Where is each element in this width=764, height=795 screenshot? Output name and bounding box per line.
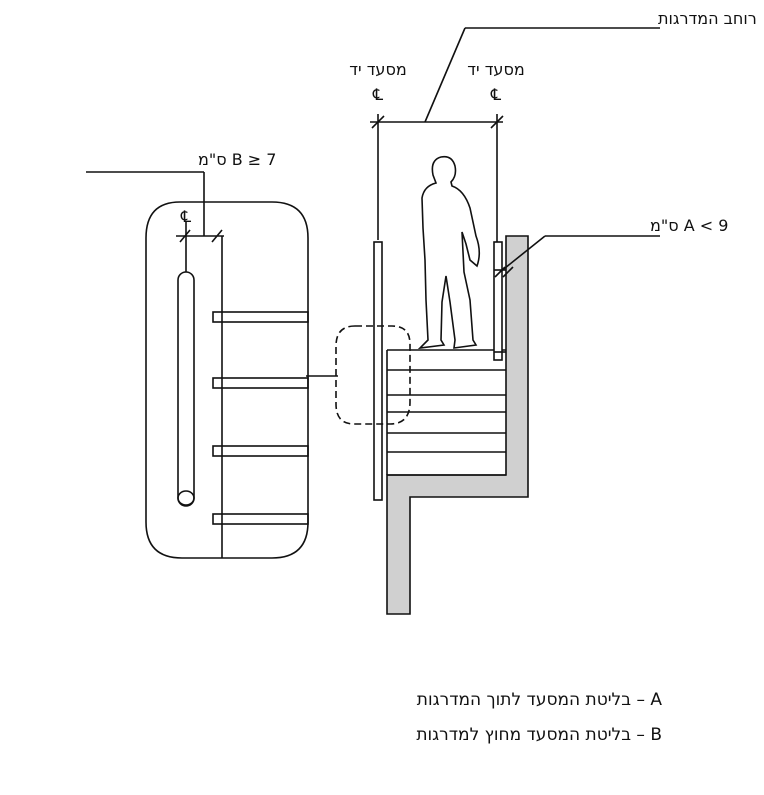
centerline-symbol-right: ℄	[490, 85, 502, 104]
centerline-symbol-left: ℄	[372, 85, 384, 104]
stair-treads	[386, 349, 506, 476]
dim-a-tick-1	[494, 266, 506, 278]
detail-bracket-4	[212, 513, 309, 525]
dim-a-leader	[499, 235, 546, 273]
detail-handrail-bar	[177, 271, 195, 507]
detail-bracket-2	[212, 377, 309, 389]
detail-bracket-1	[212, 311, 309, 323]
legend-item-b: B – בליטת המסעד מחוץ למדרגות	[416, 725, 662, 745]
detail-frame	[145, 201, 309, 559]
dim-b-tick-1	[179, 229, 191, 243]
detail-callout-bubble	[335, 325, 411, 425]
dim-b-tick-2	[211, 229, 223, 243]
left-handrail-post	[373, 241, 383, 501]
person-figure	[417, 155, 481, 350]
handrail-right-label: מסעד יד	[467, 60, 524, 79]
right-handrail-post	[493, 241, 503, 361]
stair-width-leader	[424, 27, 466, 123]
handrail-left-label: מסעד יד	[349, 60, 406, 79]
stair-width-label: רוחב המדרגות	[658, 9, 757, 28]
detail-handrail-end	[177, 490, 195, 506]
centerline-symbol-detail: ℄	[180, 207, 192, 226]
dim-a-label: A < 9 ס"מ	[650, 216, 728, 235]
detail-bracket-3	[212, 445, 309, 457]
dim-b-label: B ≥ 7 ס"מ	[198, 150, 276, 169]
legend-item-a: A – בליטת המסעד לתוך המדרגות	[416, 690, 662, 710]
dim-a-tick-2	[502, 266, 514, 278]
